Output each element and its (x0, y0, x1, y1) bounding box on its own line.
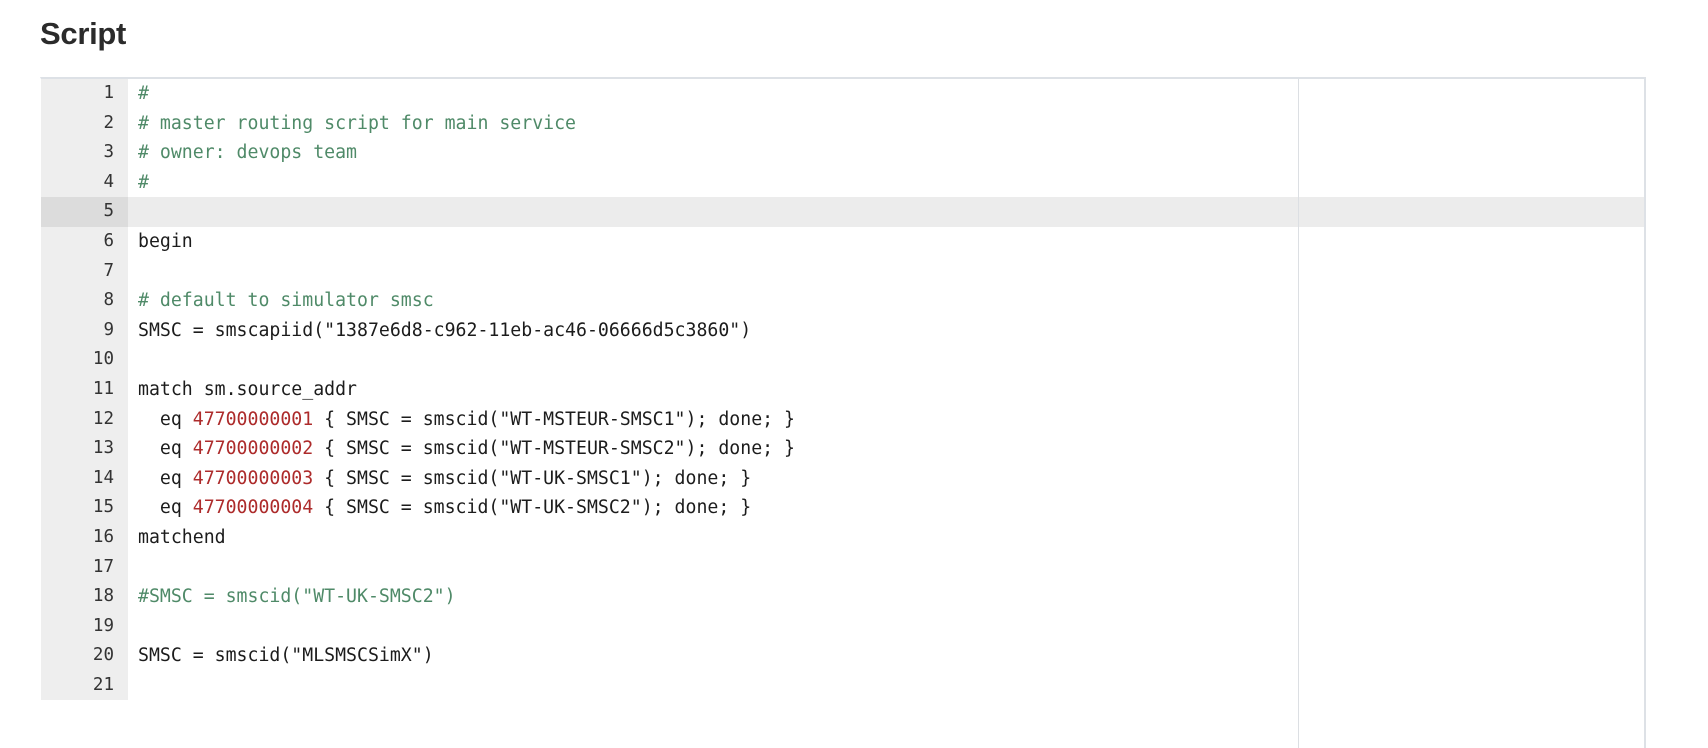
code-line[interactable]: 19 (41, 611, 1644, 642)
token-comment: # default to simulator smsc (138, 290, 434, 312)
line-number: 15 (41, 493, 128, 523)
code-line[interactable]: 5 (41, 197, 1644, 227)
line-number: 21 (41, 670, 128, 701)
code-line-content[interactable]: eq 47700000003 { SMSC = smscid("WT-UK-SM… (128, 463, 1644, 494)
code-line[interactable]: 2 # master routing script for main servic… (41, 108, 1644, 139)
code-line-content[interactable] (128, 552, 1644, 583)
code-line-content[interactable] (128, 345, 1644, 375)
line-number: 1 (41, 79, 128, 109)
code-line-content[interactable]: # default to simulator smsc (128, 286, 1644, 316)
line-number: 17 (41, 552, 128, 583)
token-plain: match sm.source_addr (138, 378, 357, 400)
code-line[interactable]: 10 (41, 345, 1644, 375)
token-plain: eq (138, 408, 193, 430)
token-comment: # master routing script for main service (138, 112, 576, 134)
token-comment: #SMSC = smscid("WT-UK-SMSC2") (138, 586, 456, 608)
token-comment: # (138, 83, 149, 104)
line-number: 19 (41, 611, 128, 642)
line-number: 3 (41, 138, 128, 168)
token-plain: { SMSC = smscid("WT-UK-SMSC2"); done; } (313, 497, 752, 519)
token-number: 47700000001 (192, 408, 314, 430)
token-number: 47700000004 (192, 497, 314, 519)
code-line[interactable]: 21 (41, 670, 1644, 701)
code-line-content[interactable]: # (128, 167, 1644, 198)
code-line-content[interactable] (128, 611, 1644, 642)
code-line-content[interactable]: # owner: devops team (128, 138, 1644, 168)
code-line[interactable]: 9 SMSC = smscapiid("1387e6d8-c962-11eb-ac… (41, 315, 1644, 346)
code-line[interactable]: 1# (41, 79, 1644, 109)
code-line-list: 1#2# master routing script for main serv… (41, 79, 1644, 701)
line-number: 11 (41, 374, 128, 405)
line-number: 14 (41, 463, 128, 494)
line-number: 5 (41, 197, 128, 227)
code-line[interactable]: 17 (41, 552, 1644, 583)
code-line-content[interactable] (128, 197, 1644, 227)
line-number: 10 (41, 345, 128, 375)
code-line[interactable]: 18 #SMSC = smscid("WT-UK-SMSC2") (41, 582, 1644, 612)
line-number: 4 (41, 167, 128, 198)
token-comment: # (138, 171, 149, 193)
code-line[interactable]: 20 SMSC = smscid("MLSMSCSimX") (41, 641, 1644, 671)
line-number: 12 (41, 404, 128, 435)
token-plain: SMSC = smscid("MLSMSCSimX") (138, 645, 434, 667)
code-line-content[interactable]: SMSC = smscapiid("1387e6d8-c962-11eb-ac4… (128, 315, 1644, 346)
token-plain: eq (138, 438, 193, 460)
token-number: 47700000003 (192, 467, 314, 489)
line-number: 7 (41, 256, 128, 287)
line-number: 16 (41, 522, 128, 553)
code-line[interactable]: 7 (41, 256, 1644, 287)
code-line-content[interactable] (128, 256, 1644, 287)
code-line[interactable]: 12 eq 47700000001 { SMSC = smscid("WT-MS… (41, 404, 1644, 435)
token-plain: SMSC = smscapiid("1387e6d8-c962-11eb-ac4… (138, 319, 752, 341)
code-line[interactable]: 11 match sm.source_addr (41, 374, 1644, 405)
line-number: 6 (41, 226, 128, 257)
code-line[interactable]: 8 # default to simulator smsc (41, 286, 1644, 316)
code-line-content[interactable]: # master routing script for main service (128, 108, 1644, 139)
token-plain: { SMSC = smscid("WT-MSTEUR-SMSC1"); done… (313, 408, 795, 430)
code-line[interactable]: 13 eq 47700000002 { SMSC = smscid("WT-MS… (41, 434, 1644, 464)
token-plain: eq (138, 497, 193, 519)
token-plain: { SMSC = smscid("WT-UK-SMSC1"); done; } (313, 467, 752, 489)
token-plain: eq (138, 467, 193, 489)
code-line-content[interactable]: #SMSC = smscid("WT-UK-SMSC2") (128, 582, 1644, 612)
code-editor[interactable]: 1#2# master routing script for main serv… (40, 77, 1646, 748)
code-line-content[interactable]: SMSC = smscid("MLSMSCSimX") (128, 641, 1644, 671)
code-line-content[interactable]: begin (128, 226, 1644, 257)
code-line[interactable]: 16 matchend (41, 522, 1644, 553)
token-plain: matchend (138, 526, 226, 548)
line-number: 9 (41, 315, 128, 346)
line-number: 13 (41, 434, 128, 464)
code-line-content[interactable]: match sm.source_addr (128, 374, 1644, 405)
line-number: 20 (41, 641, 128, 671)
code-line-content[interactable]: matchend (128, 522, 1644, 553)
code-line[interactable]: 15 eq 47700000004 { SMSC = smscid("WT-UK… (41, 493, 1644, 523)
code-line-content[interactable]: eq 47700000004 { SMSC = smscid("WT-UK-SM… (128, 493, 1644, 523)
code-line[interactable]: 4# (41, 167, 1644, 198)
code-line[interactable]: 3 # owner: devops team (41, 138, 1644, 168)
code-line-content[interactable]: eq 47700000001 { SMSC = smscid("WT-MSTEU… (128, 404, 1644, 435)
code-line-content[interactable] (128, 670, 1644, 701)
page-title: Script (40, 16, 127, 51)
code-line-content[interactable]: # (128, 79, 1644, 109)
line-number: 18 (41, 582, 128, 612)
token-plain: { SMSC = smscid("WT-MSTEUR-SMSC2"); done… (313, 438, 795, 460)
code-line-content[interactable]: eq 47700000002 { SMSC = smscid("WT-MSTEU… (128, 434, 1644, 464)
line-number: 2 (41, 108, 128, 139)
code-line[interactable]: 6 begin (41, 226, 1644, 257)
token-plain: begin (138, 230, 193, 252)
token-comment: # owner: devops team (138, 142, 357, 164)
line-number: 8 (41, 286, 128, 316)
code-line[interactable]: 14 eq 47700000003 { SMSC = smscid("WT-UK… (41, 463, 1644, 494)
token-number: 47700000002 (192, 438, 314, 460)
